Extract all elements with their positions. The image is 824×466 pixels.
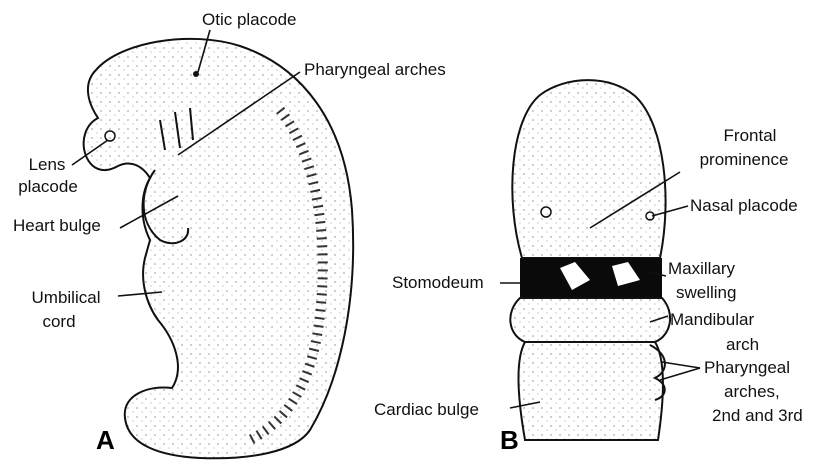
embryo-lateral-view	[72, 30, 353, 458]
label-mandibular-arch-line2: arch	[726, 335, 759, 355]
label-pharyngeal-arches-b-line2: arches,	[724, 382, 780, 402]
label-frontal-prominence-line2: prominence	[678, 150, 810, 170]
frontal-prominence-shape	[512, 80, 665, 258]
label-lens-placode-line2: placode	[8, 177, 88, 197]
panel-letter-b: B	[500, 425, 519, 456]
label-umbilical-cord-line2: cord	[14, 312, 104, 332]
label-frontal-prominence-line1: Frontal	[690, 126, 810, 146]
label-pharyngeal-arches-b-line1: Pharyngeal	[704, 358, 790, 378]
label-maxillary-swelling-line2: swelling	[676, 283, 736, 303]
stomodeum-shape	[520, 258, 662, 298]
panel-letter-a: A	[96, 425, 115, 456]
label-nasal-placode: Nasal placode	[690, 196, 798, 216]
label-stomodeum: Stomodeum	[392, 273, 484, 293]
label-cardiac-bulge: Cardiac bulge	[374, 400, 479, 420]
label-umbilical-cord-line1: Umbilical	[14, 288, 118, 308]
label-heart-bulge: Heart bulge	[13, 216, 101, 236]
label-pharyngeal-arches: Pharyngeal arches	[304, 60, 446, 80]
label-maxillary-swelling-line1: Maxillary	[668, 259, 735, 279]
label-otic-placode: Otic placode	[202, 10, 297, 30]
label-pharyngeal-arches-b-line3: 2nd and 3rd	[712, 406, 803, 426]
mandibular-arch-shape	[510, 298, 670, 342]
label-mandibular-arch-line1: Mandibular	[670, 310, 754, 330]
label-lens-placode-line1: Lens	[22, 155, 72, 175]
neck-shape	[519, 342, 663, 440]
embryo-a-outline	[84, 39, 354, 458]
